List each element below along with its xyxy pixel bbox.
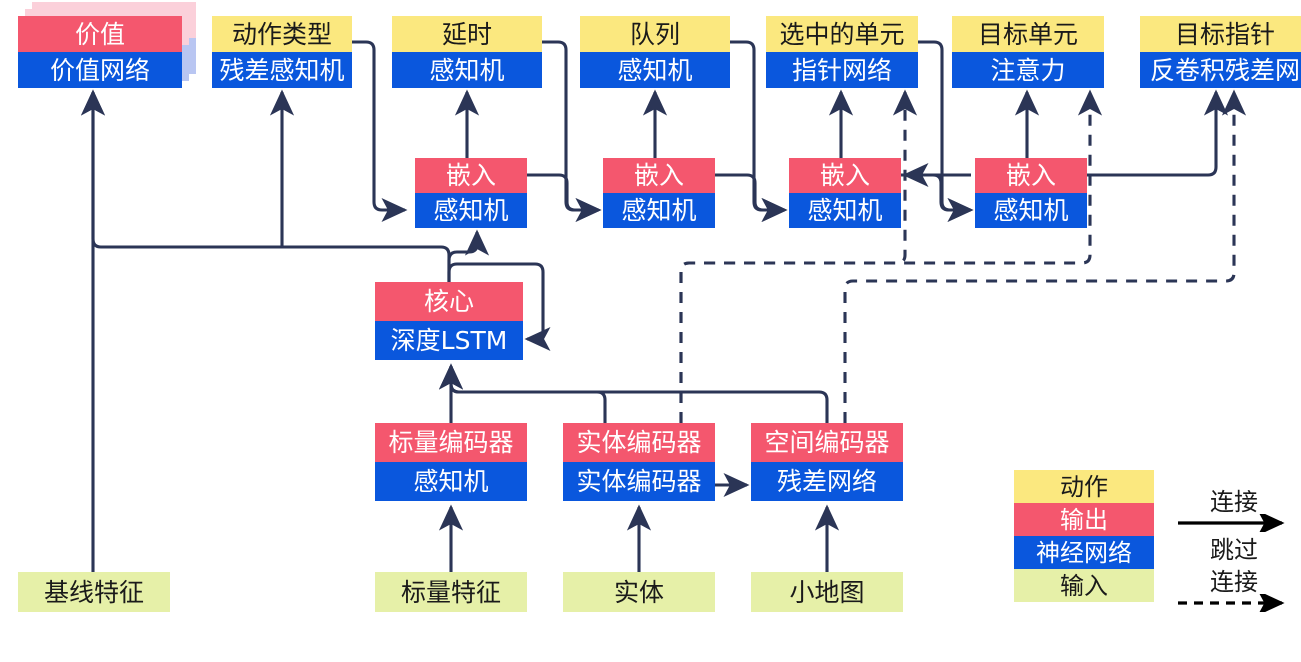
wire-skip-entity-encoder-to-attention xyxy=(679,89,1103,423)
node-target_point-implementation: 反卷积残差网 xyxy=(1140,52,1301,88)
legend-connection-label: 连接 xyxy=(1210,488,1258,516)
node-delay-implementation: 感知机 xyxy=(392,52,542,88)
node-scalar_enc-title: 标量编码器 xyxy=(375,423,527,462)
node-entity_enc[interactable]: 实体编码器实体编码器 xyxy=(563,423,715,501)
node-core-implementation: 深度LSTM xyxy=(375,321,523,360)
input-minimap[interactable]: 小地图 xyxy=(751,572,903,612)
node-delay[interactable]: 延时感知机 xyxy=(392,16,542,88)
legend-dashed-arrow xyxy=(1178,594,1285,612)
legend-color-key: 动作输出神经网络输入 xyxy=(1014,470,1154,602)
legend-skip-connection-label-line2: 连接 xyxy=(1210,568,1258,596)
wire-embed3-to-embed4 xyxy=(901,173,974,223)
node-selected-implementation: 指针网络 xyxy=(766,52,918,88)
node-embed2-title: 嵌入 xyxy=(603,158,715,193)
node-embed4[interactable]: 嵌入感知机 xyxy=(975,158,1087,228)
node-embed4-implementation: 感知机 xyxy=(975,193,1087,228)
wire-embed2-to-embed3 xyxy=(715,173,788,223)
node-embed4-title: 嵌入 xyxy=(975,158,1087,193)
node-embed1-implementation: 感知机 xyxy=(415,193,527,228)
node-queued[interactable]: 队列感知机 xyxy=(580,16,730,88)
wire-skip-spatial-encoder-to-deconv-resnet xyxy=(843,89,1247,423)
wire-entity-encoder-to-core xyxy=(438,363,607,423)
legend-solid-arrow xyxy=(1178,514,1285,532)
wire-core-to-embed1 xyxy=(447,229,490,282)
node-entity_enc-title: 实体编码器 xyxy=(563,423,715,462)
node-spatial_enc[interactable]: 空间编码器残差网络 xyxy=(751,423,903,501)
node-target_point[interactable]: 目标指针反卷积残差网 xyxy=(1140,16,1301,88)
legend-skip-connection-label-line1: 跳过 xyxy=(1210,536,1258,564)
legend-action: 动作 xyxy=(1014,470,1154,503)
input-baseline_features[interactable]: 基线特征 xyxy=(18,572,170,612)
node-scalar_enc[interactable]: 标量编码器感知机 xyxy=(375,423,527,501)
node-action_type[interactable]: 动作类型残差感知机 xyxy=(212,16,352,88)
wire-embed1-to-embed2 xyxy=(527,173,602,223)
node-queued-implementation: 感知机 xyxy=(580,52,730,88)
node-target_unit-title: 目标单元 xyxy=(952,16,1104,52)
wire-embed4-to-target-point-head xyxy=(1087,89,1229,177)
legend-output: 输出 xyxy=(1014,503,1154,536)
node-target_unit[interactable]: 目标单元注意力 xyxy=(952,16,1104,88)
node-delay-title: 延时 xyxy=(392,16,542,52)
node-selected[interactable]: 选中的单元指针网络 xyxy=(766,16,918,88)
node-entity_enc-implementation: 实体编码器 xyxy=(563,462,715,501)
node-embed3-title: 嵌入 xyxy=(789,158,901,193)
node-scalar_enc-implementation: 感知机 xyxy=(375,462,527,501)
input-scalar_features[interactable]: 标量特征 xyxy=(375,572,527,612)
node-embed2-implementation: 感知机 xyxy=(603,193,715,228)
legend-nn: 神经网络 xyxy=(1014,536,1154,569)
node-selected-title: 选中的单元 xyxy=(766,16,918,52)
node-value-title: 价值 xyxy=(18,16,182,52)
node-value-implementation: 价值网络 xyxy=(18,52,182,88)
legend-input: 输入 xyxy=(1014,569,1154,602)
node-action_type-implementation: 残差感知机 xyxy=(212,52,352,88)
node-spatial_enc-implementation: 残差网络 xyxy=(751,462,903,501)
node-target_unit-implementation: 注意力 xyxy=(952,52,1104,88)
node-core-title: 核心 xyxy=(375,282,523,321)
node-spatial_enc-title: 空间编码器 xyxy=(751,423,903,462)
wire-skip-entity-encoder-to-pointer-network xyxy=(679,89,918,423)
node-action_type-title: 动作类型 xyxy=(212,16,352,52)
wire-core-to-value-network xyxy=(80,89,451,282)
wire-spatial-encoder-to-core xyxy=(438,363,829,423)
node-embed3[interactable]: 嵌入感知机 xyxy=(789,158,901,228)
node-core[interactable]: 核心深度LSTM xyxy=(375,282,523,360)
node-embed1-title: 嵌入 xyxy=(415,158,527,193)
node-target_point-title: 目标指针 xyxy=(1140,16,1301,52)
node-embed2[interactable]: 嵌入感知机 xyxy=(603,158,715,228)
node-embed1[interactable]: 嵌入感知机 xyxy=(415,158,527,228)
node-value[interactable]: 价值价值网络 xyxy=(18,16,182,88)
input-entities[interactable]: 实体 xyxy=(563,572,715,612)
node-queued-title: 队列 xyxy=(580,16,730,52)
node-embed3-implementation: 感知机 xyxy=(789,193,901,228)
